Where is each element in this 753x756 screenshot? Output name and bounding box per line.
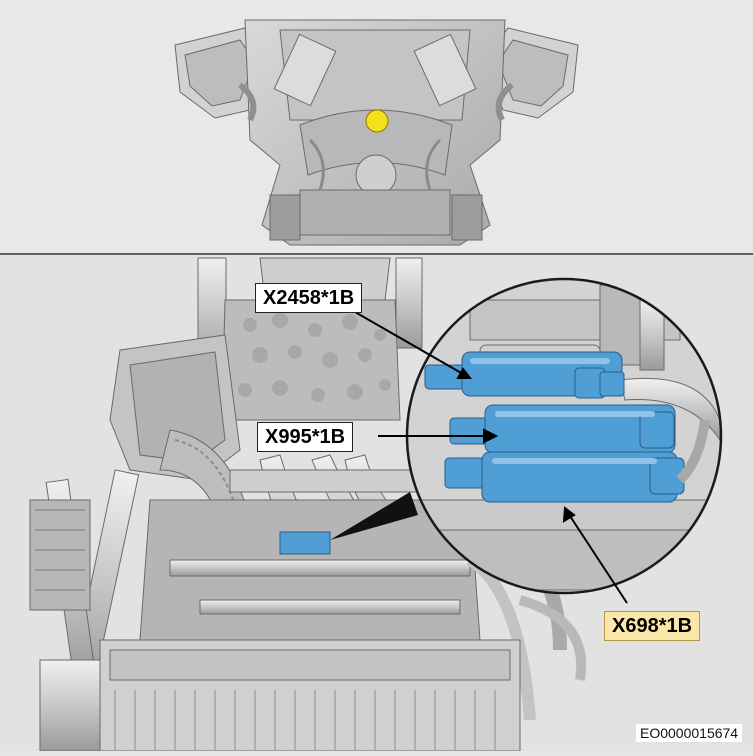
leader-lines xyxy=(354,311,628,604)
magnifier-pointer xyxy=(330,492,418,540)
overview-engine xyxy=(174,19,579,246)
connector-x698-icon xyxy=(444,451,685,503)
connector-location-marker xyxy=(279,531,331,555)
magnifier xyxy=(330,277,723,595)
detail-engine xyxy=(29,257,587,752)
callout-x995: X995*1B xyxy=(257,422,354,452)
locator-dot xyxy=(365,109,389,133)
callout-x2458: X2458*1B xyxy=(255,283,363,313)
callout-x698: X698*1B xyxy=(604,611,701,641)
document-id: EO0000015674 xyxy=(636,724,743,742)
